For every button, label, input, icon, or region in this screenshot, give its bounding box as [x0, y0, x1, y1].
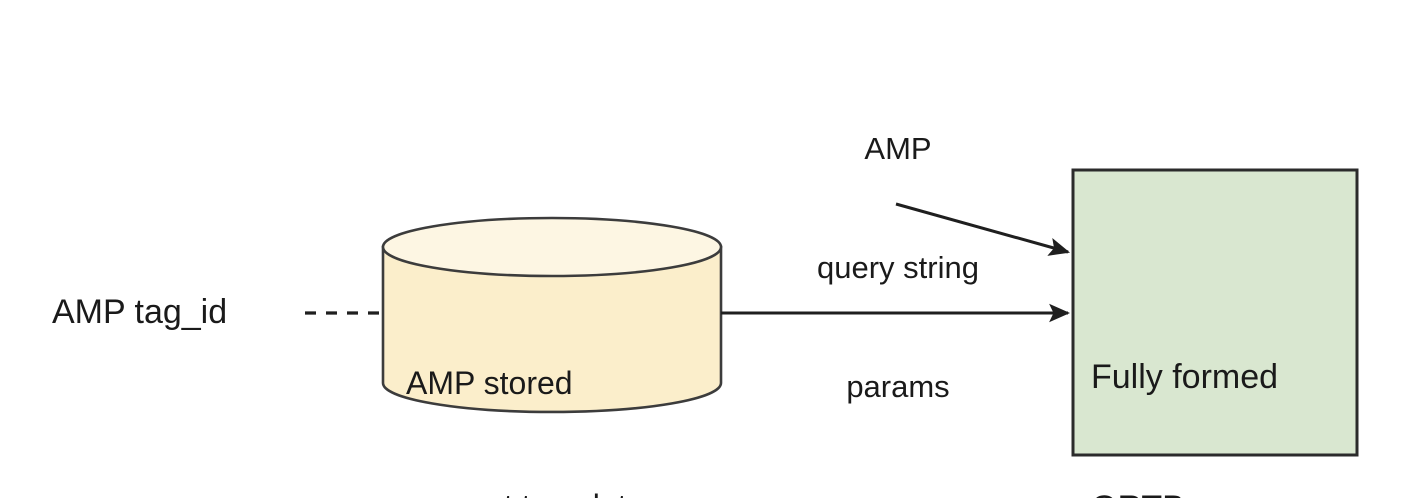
- query-params-annotation-line-2: query string: [817, 250, 979, 286]
- datastore-cylinder-shape: [381, 216, 723, 414]
- datastore-label: AMP stored request template: [406, 281, 644, 498]
- datastore-label-line-2: request template: [406, 486, 644, 498]
- output-box-shape: [1071, 168, 1359, 457]
- output-box-label-line-1: Fully formed: [1091, 358, 1279, 397]
- edge-query-params-to-ortb: [895, 202, 1071, 256]
- datastore-label-line-1: AMP stored: [406, 364, 573, 401]
- query-params-annotation: AMP query string params: [782, 50, 1014, 486]
- query-params-annotation-line-3: params: [846, 369, 950, 405]
- output-box-label: Fully formed ORTB: [1091, 269, 1278, 498]
- amp-tag-id-label: AMP tag_id: [52, 293, 228, 331]
- output-box-label-line-2: ORTB: [1091, 487, 1278, 498]
- query-params-annotation-line-1: AMP: [864, 131, 932, 167]
